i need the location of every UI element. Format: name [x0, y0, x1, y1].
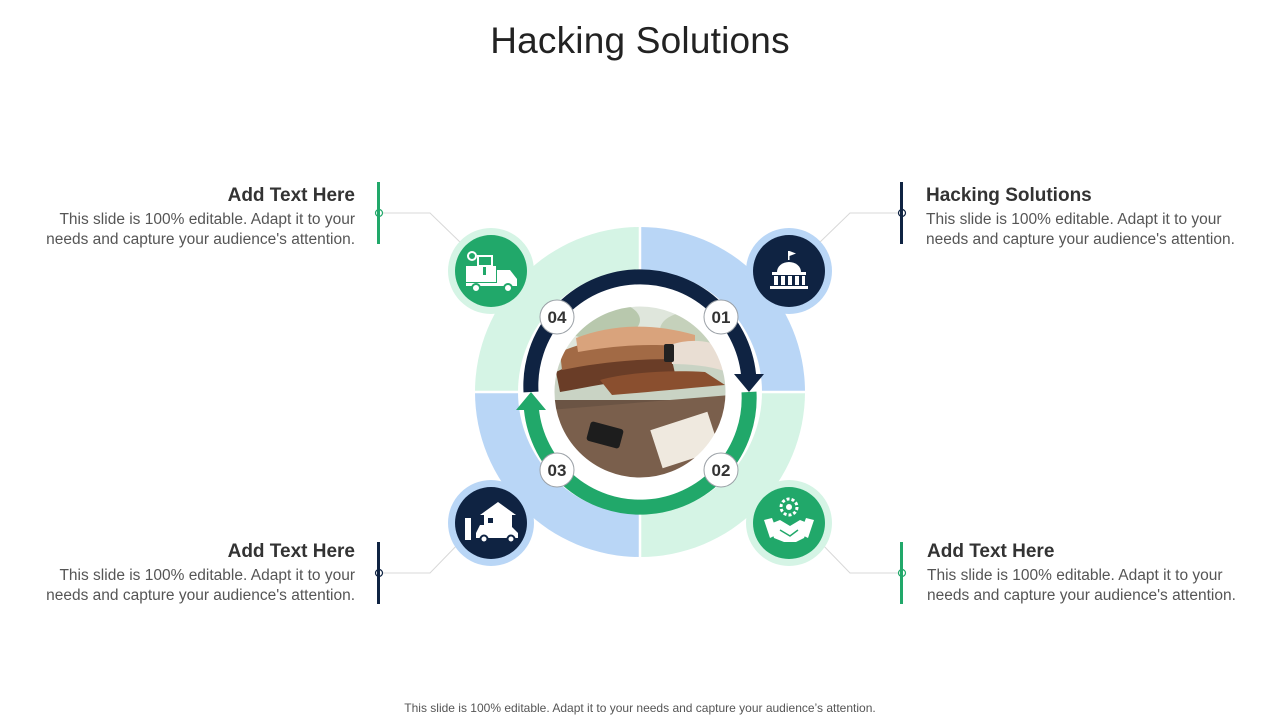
- block-body: This slide is 100% editable. Adapt it to…: [46, 567, 355, 604]
- block-heading: Add Text Here: [927, 541, 1055, 562]
- icon-circle-03: [448, 480, 534, 566]
- text-block-01: Hacking Solutions This slide is 100% edi…: [926, 185, 1256, 249]
- block-body: This slide is 100% editable. Adapt it to…: [927, 567, 1236, 604]
- block-heading: Add Text Here: [227, 541, 355, 562]
- icon-circle-04: [448, 228, 534, 314]
- badge-label-03: 03: [548, 461, 567, 480]
- connector-lines: [379, 212, 902, 574]
- badge-label-01: 01: [712, 308, 731, 327]
- text-block-04: Add Text Here This slide is 100% editabl…: [25, 185, 355, 249]
- number-badge-03: [539, 452, 575, 488]
- handshake-gear-icon: [764, 497, 814, 542]
- accent-bar-04: [377, 182, 380, 244]
- green-arrow-arc: [523, 391, 757, 515]
- number-badge-01: [703, 299, 739, 335]
- badge-label-04: 04: [548, 308, 567, 327]
- accent-bar-01: [900, 182, 903, 244]
- navy-arrow-arc: [523, 269, 757, 393]
- arrow-ring: [516, 269, 764, 515]
- block-body: This slide is 100% editable. Adapt it to…: [46, 211, 355, 248]
- footer-note: This slide is 100% editable. Adapt it to…: [404, 701, 876, 715]
- number-badge-02: [703, 452, 739, 488]
- badge-label-02: 02: [712, 461, 731, 480]
- text-block-03: Add Text Here This slide is 100% editabl…: [25, 541, 355, 605]
- text-block-02: Add Text Here This slide is 100% editabl…: [927, 541, 1257, 605]
- block-heading: Hacking Solutions: [926, 185, 1092, 206]
- block-body: This slide is 100% editable. Adapt it to…: [926, 211, 1235, 248]
- accent-bar-03: [377, 542, 380, 604]
- government-building-icon: [770, 251, 808, 289]
- navy-arrowhead: [734, 374, 764, 392]
- icon-circle-01: [746, 228, 832, 314]
- icon-circle-02: [746, 480, 832, 566]
- green-arrowhead: [516, 392, 546, 410]
- delivery-truck-gear-icon: [466, 251, 517, 293]
- slide-title: Hacking Solutions: [490, 20, 790, 61]
- number-badge-04: [539, 299, 575, 335]
- accent-bar-02: [900, 542, 903, 604]
- block-heading: Add Text Here: [227, 185, 355, 206]
- house-car-charging-icon: [465, 502, 518, 544]
